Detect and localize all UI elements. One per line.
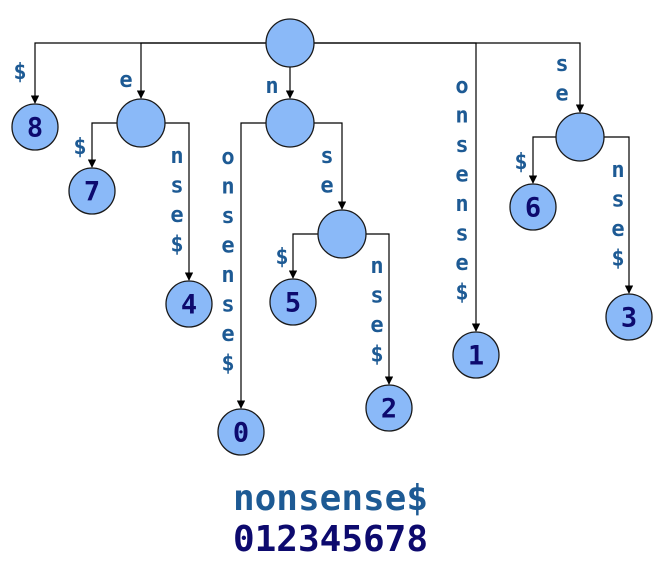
leaf-index-label: 6 [525, 193, 541, 224]
node-circle [265, 18, 315, 68]
node-circle [605, 293, 653, 341]
leaf-node-4: 4 [165, 280, 213, 328]
internal-node-nse [317, 209, 367, 259]
node-circle [165, 280, 213, 328]
node-circle [317, 209, 367, 259]
caption-indices: 012345678 [232, 519, 429, 560]
leaf-index-label: 3 [621, 303, 637, 334]
node-circle [269, 278, 317, 326]
leaf-node-8: 8 [11, 103, 59, 151]
node-circle [68, 167, 116, 215]
edge-root-e [136, 42, 266, 99]
node-circle [452, 331, 500, 379]
node-circle [555, 112, 605, 162]
edge-label-se-leaf6: $ [514, 150, 527, 175]
internal-node-e [116, 98, 166, 148]
leaf-node-0: 0 [217, 408, 265, 456]
edge-root-leaf1 [314, 42, 481, 332]
node-circle [365, 384, 413, 432]
edge-se-leaf6 [528, 136, 556, 184]
leaf-index-label: 0 [233, 418, 249, 449]
leaf-index-label: 2 [381, 394, 397, 425]
leaf-node-2: 2 [365, 384, 413, 432]
leaf-index-label: 4 [181, 290, 197, 321]
internal-node-root [265, 18, 315, 68]
node-circle [217, 408, 265, 456]
edge-label-root-leaf8: $ [13, 60, 26, 85]
edge-label-nse-leaf5: $ [275, 245, 288, 270]
internal-node-n [265, 98, 315, 148]
edge-e-leaf7 [87, 122, 117, 168]
node-circle [265, 98, 315, 148]
node-circle [509, 183, 557, 231]
edge-e-leaf4 [165, 122, 194, 281]
edge-label-e-leaf7: $ [73, 135, 86, 160]
edge-label-root-n: n [265, 74, 278, 99]
leaf-index-label: 1 [468, 341, 484, 372]
leaf-index-label: 8 [27, 113, 43, 144]
edge-root-se [314, 42, 585, 113]
leaf-node-6: 6 [509, 183, 557, 231]
edge-se-leaf3 [604, 136, 634, 294]
edge-nse-leaf2 [366, 233, 394, 385]
leaf-node-3: 3 [605, 293, 653, 341]
node-circle [116, 98, 166, 148]
node-circle [11, 103, 59, 151]
edge-root-leaf8 [30, 42, 266, 104]
edge-nse-leaf5 [288, 233, 318, 279]
edge-n-nse [314, 122, 347, 210]
edge-label-root-e: e [119, 68, 132, 93]
leaf-index-label: 5 [285, 288, 301, 319]
caption-string: nonsense$ [232, 478, 429, 519]
edge-n-leaf0 [236, 122, 266, 409]
internal-node-se [555, 112, 605, 162]
leaf-index-label: 7 [84, 177, 100, 208]
leaf-node-7: 7 [68, 167, 116, 215]
leaf-node-1: 1 [452, 331, 500, 379]
leaf-node-5: 5 [269, 278, 317, 326]
